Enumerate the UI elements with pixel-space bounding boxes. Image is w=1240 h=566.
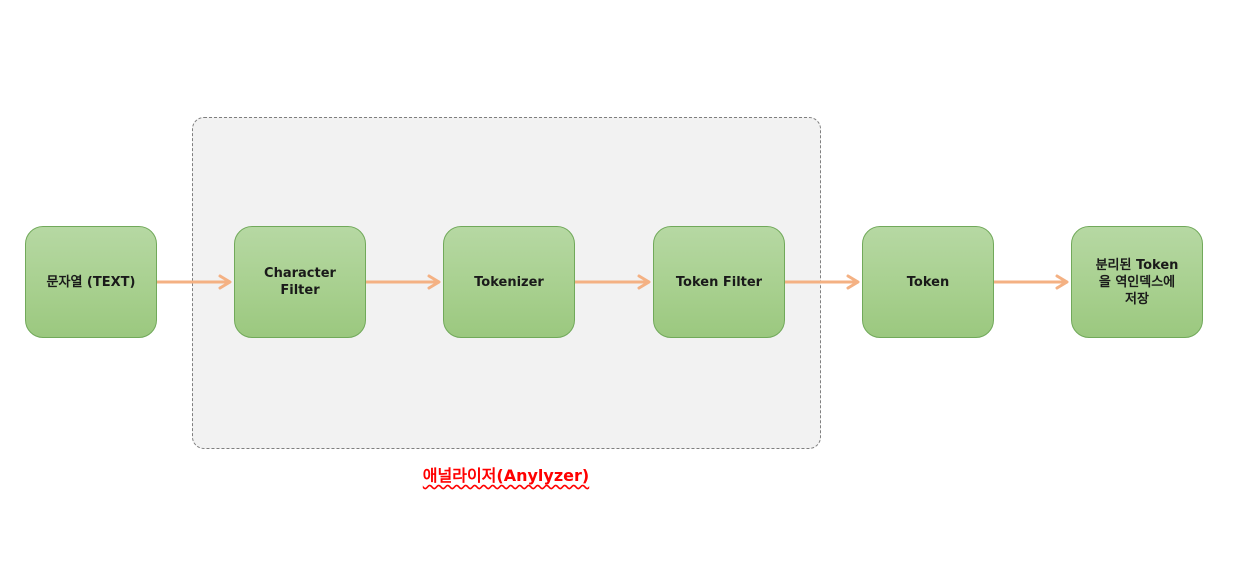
node-token-filter: Token Filter	[653, 226, 785, 338]
node-stored-inverted-index: 분리된 Token 을 역인덱스에 저장	[1071, 226, 1203, 338]
node-tokenizer: Tokenizer	[443, 226, 575, 338]
arrow-token-to-stored	[994, 274, 1069, 290]
node-text: 문자열 (TEXT)	[25, 226, 157, 338]
node-character-filter: Character Filter	[234, 226, 366, 338]
analyzer-group-label: 애널라이저(Anylyzer)	[422, 466, 590, 485]
node-token: Token	[862, 226, 994, 338]
